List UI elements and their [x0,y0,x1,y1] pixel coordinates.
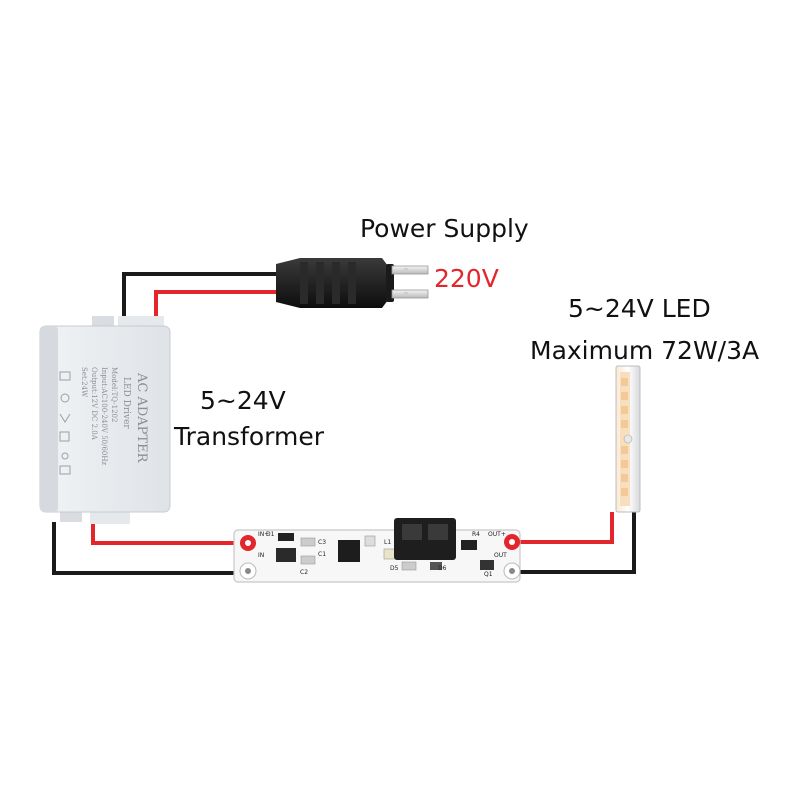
plug-icon [276,258,429,308]
adapter-print-line4: Input:AC100-240V 50/60Hz [100,367,108,465]
positive-wire-board-to-led [512,512,614,544]
certification-marks-icon [59,371,71,475]
voltage-label: 220V [434,264,499,293]
pcb-label-c1: C1 [318,551,326,558]
positive-wire-adapter-to-plug [154,290,278,322]
pcb-label-l1: L1 [384,539,391,546]
pcb-label-in-plus: IN+ [258,531,269,538]
pcb-label-out-plus: OUT+ [488,531,506,538]
ac-adapter-icon: AC ADAPTER LED Driver Model:TQ-1202 Inpu… [39,316,171,524]
led-strip-icon [615,365,641,513]
transformer-label-line2: Transformer [174,422,325,451]
pcb-label-c3: C3 [318,539,326,546]
pcb-label-d5: D5 [390,565,399,572]
positive-wire-adapter-to-board [91,522,250,545]
negative-wire-adapter-to-plug [122,272,278,332]
negative-wire-adapter-to-board [52,522,250,575]
pcb-label-r4: R4 [472,531,480,538]
transformer-label-line1: 5~24V [200,386,286,415]
sensor-board-icon: IN+ IN D1 C3 C1 C2 L1 R4 OUT+ OUT D5 D6 … [233,518,521,583]
adapter-print-line3: Model:TQ-1202 [110,367,118,422]
adapter-print-line6: Set:24W [80,367,88,398]
pcb-label-q1: Q1 [484,571,493,578]
led-label-line2: Maximum 72W/3A [530,336,760,365]
pcb-label-out: OUT [494,552,507,559]
pcb-label-c2: C2 [300,569,308,576]
wire-group [52,272,636,575]
pcb-label-d6: D6 [438,565,447,572]
adapter-print-line5: Output:12V DC 2.0A [90,367,98,441]
pcb-label-in: IN [258,552,264,559]
adapter-print-line1: AC ADAPTER [134,372,149,464]
pcb-label-d1: D1 [266,531,275,538]
led-label-line1: 5~24V LED [568,294,711,323]
negative-wire-board-to-led [512,508,636,574]
adapter-print-line2: LED Driver [121,377,131,429]
power-supply-label: Power Supply [360,214,529,243]
